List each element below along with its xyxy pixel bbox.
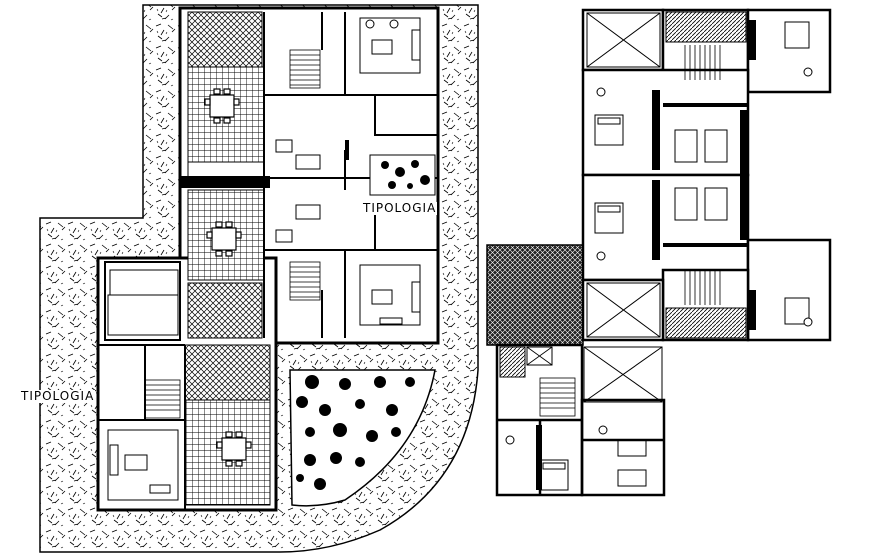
patio-middle <box>187 282 263 339</box>
living-furniture <box>275 17 421 326</box>
wall-stub <box>345 140 349 160</box>
plan-label-lower: TIPOLOGIA <box>20 389 96 403</box>
plan-label-upper: TIPOLOGIA <box>362 201 438 215</box>
garden-trees <box>296 375 415 490</box>
stair-hatch-top <box>665 11 747 43</box>
hatch-strip <box>499 346 526 378</box>
patio-top <box>187 11 263 68</box>
garage-room <box>107 294 179 336</box>
beds <box>539 21 810 491</box>
stair-lines-right <box>684 45 721 305</box>
lower-living-furniture <box>107 429 179 501</box>
tiled-roof <box>486 244 584 346</box>
right-plan <box>486 8 832 497</box>
patio-lower <box>184 344 271 401</box>
left-plan <box>39 4 479 553</box>
kitchen-upper <box>187 161 265 178</box>
right-upper-building <box>581 8 832 342</box>
stair-upper <box>289 49 321 89</box>
stair-middle <box>289 261 321 301</box>
dining-tables <box>204 88 252 467</box>
middle-wall-band <box>180 176 270 188</box>
lower-stair <box>144 379 181 419</box>
stair-hatch-bottom <box>665 307 747 339</box>
black-walls <box>652 20 756 330</box>
fan-garden <box>289 369 436 507</box>
lower-stair-right <box>539 377 576 417</box>
interior-walls <box>180 12 438 338</box>
void-boxes <box>583 12 663 403</box>
toilets <box>505 67 813 445</box>
lower-black-wall <box>536 425 542 490</box>
planter-shrubs <box>381 160 430 189</box>
